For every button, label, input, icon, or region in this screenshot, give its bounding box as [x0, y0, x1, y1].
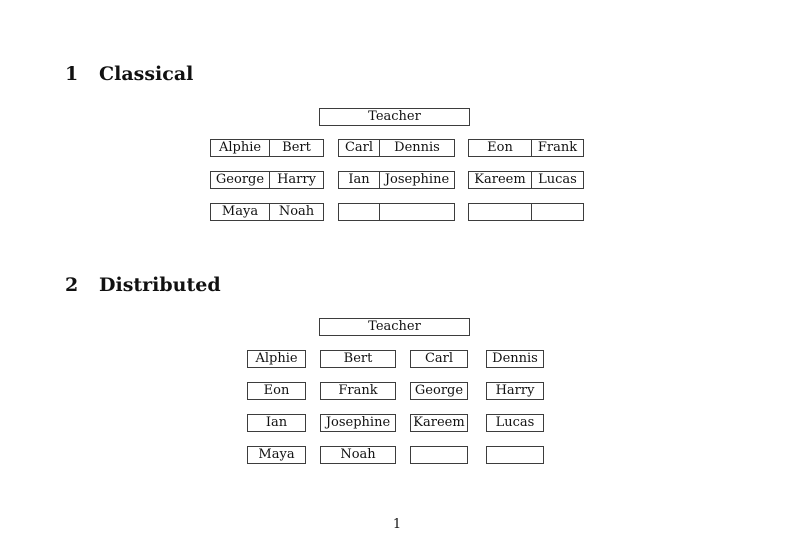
seat: Alphie — [218, 140, 262, 155]
teacher-box: Teacher — [319, 318, 470, 336]
seat — [487, 447, 543, 463]
seat: Bert — [269, 140, 323, 156]
seat: Frank — [338, 383, 378, 398]
desk: Josephine — [320, 414, 396, 432]
seat — [411, 447, 467, 463]
page-number: 1 — [392, 517, 402, 532]
seat: Bert — [343, 351, 373, 366]
desk: Bert — [320, 350, 396, 368]
seat: Dennis — [379, 140, 454, 156]
seat — [531, 204, 583, 220]
seat: Josephine — [325, 415, 391, 430]
seat: Ian — [265, 415, 288, 430]
desk: Kareem Lucas — [468, 171, 584, 189]
seat: Carl — [424, 351, 454, 366]
seat: Eon — [263, 383, 290, 398]
seat — [379, 204, 454, 220]
desk: Maya — [247, 446, 306, 464]
section-heading-classical: 1 Classical — [65, 63, 193, 85]
seat: Carl — [344, 140, 374, 155]
seat: Maya — [258, 447, 295, 462]
desk: Eon Frank — [468, 139, 584, 157]
seat: Kareem — [413, 415, 465, 430]
desk — [410, 446, 468, 464]
teacher-label: Teacher — [368, 109, 421, 124]
seat: George — [215, 172, 265, 187]
desk: Alphie — [247, 350, 306, 368]
desk: Harry — [486, 382, 544, 400]
desk — [468, 203, 584, 221]
seat: Noah — [269, 204, 323, 220]
desk: Alphie Bert — [210, 139, 324, 157]
desk: Dennis — [486, 350, 544, 368]
seat: Frank — [531, 140, 583, 156]
desk: George Harry — [210, 171, 324, 189]
seat: Maya — [221, 204, 259, 219]
seat: Harry — [495, 383, 535, 398]
teacher-label: Teacher — [368, 319, 421, 334]
desk: Kareem — [410, 414, 468, 432]
desk: Ian — [247, 414, 306, 432]
desk: Ian Josephine — [338, 171, 455, 189]
seat: Dennis — [492, 351, 538, 366]
seat: Lucas — [531, 172, 583, 188]
seat — [469, 204, 531, 220]
desk: Frank — [320, 382, 396, 400]
seat — [339, 204, 379, 220]
teacher-box: Teacher — [319, 108, 470, 126]
desk — [338, 203, 455, 221]
desk: Lucas — [486, 414, 544, 432]
section-heading-distributed: 2 Distributed — [65, 274, 221, 296]
section-title: Distributed — [99, 274, 221, 296]
seat: Lucas — [495, 415, 535, 430]
seat: Eon — [487, 140, 513, 155]
seat: Noah — [340, 447, 376, 462]
seat: Ian — [348, 172, 370, 187]
desk: Eon — [247, 382, 306, 400]
desk: Carl Dennis — [338, 139, 455, 157]
section-number: 2 — [65, 274, 79, 296]
seat: Harry — [269, 172, 323, 188]
desk — [486, 446, 544, 464]
desk: George — [410, 382, 468, 400]
seat: George — [414, 383, 464, 398]
seat: Josephine — [379, 172, 454, 188]
desk: Noah — [320, 446, 396, 464]
desk: Carl — [410, 350, 468, 368]
seat: Alphie — [255, 351, 298, 366]
section-number: 1 — [65, 63, 79, 85]
desk: Maya Noah — [210, 203, 324, 221]
section-title: Classical — [99, 63, 194, 85]
seat: Kareem — [474, 172, 526, 187]
